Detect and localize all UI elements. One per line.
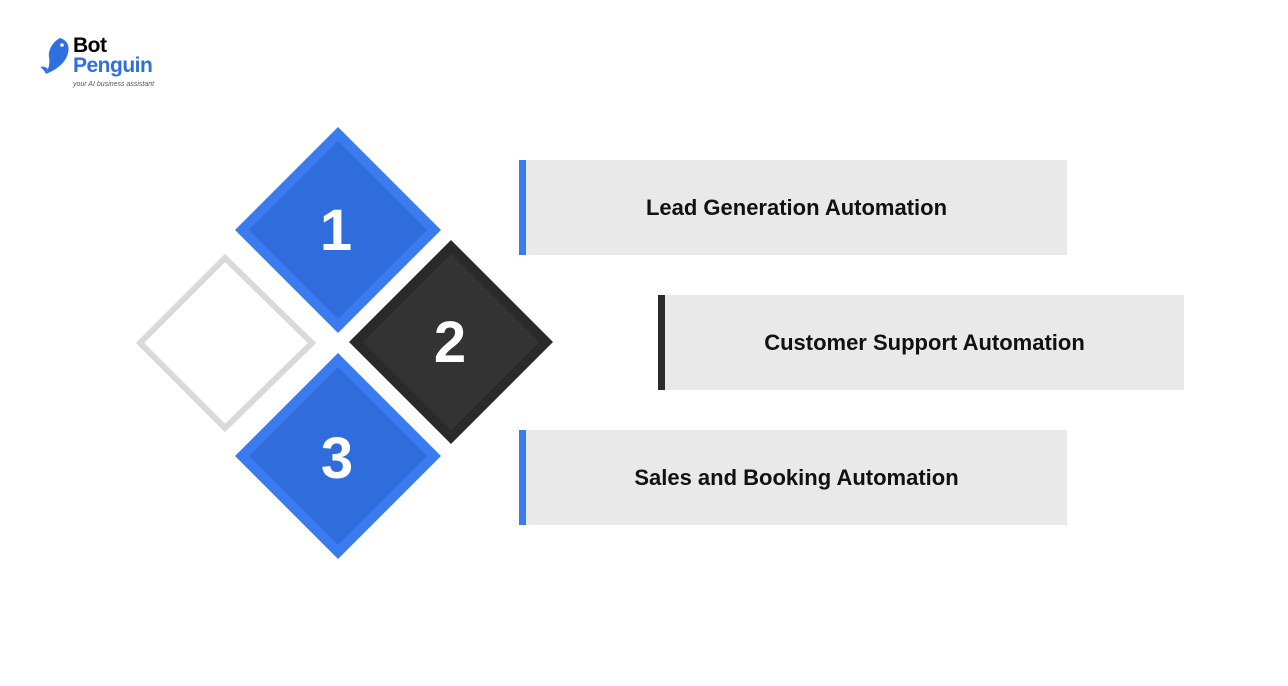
step-1-number: 1 [320,198,352,263]
step-1-accent-bar [519,160,526,255]
step-2-diamond: 2 [349,240,553,444]
penguin-logo-icon [40,38,69,74]
step-2-number: 2 [434,310,466,375]
step-3-diamond: 3 [235,353,441,559]
step-2-card: Customer Support Automation [658,295,1184,390]
step-3-accent-bar [519,430,526,525]
logo: Bot Penguin your AI business assistant [40,34,190,94]
logo-tagline: your AI business assistant [73,81,155,88]
logo-word-penguin: Penguin [73,54,153,77]
step-1-label: Lead Generation Automation [645,194,948,220]
step-2-accent-bar [658,295,665,390]
empty-diamond-outline [135,253,317,433]
step-3-label: Sales and Booking Automation [634,464,959,490]
step-1-diamond: 1 [235,127,441,333]
step-1-card: Lead Generation Automation [519,160,1067,255]
step-2-label: Customer Support Automation [764,329,1085,355]
step-3-card: Sales and Booking Automation [519,430,1067,525]
logo-word-bot: Bot [73,34,107,57]
step-3-number: 3 [321,426,353,491]
